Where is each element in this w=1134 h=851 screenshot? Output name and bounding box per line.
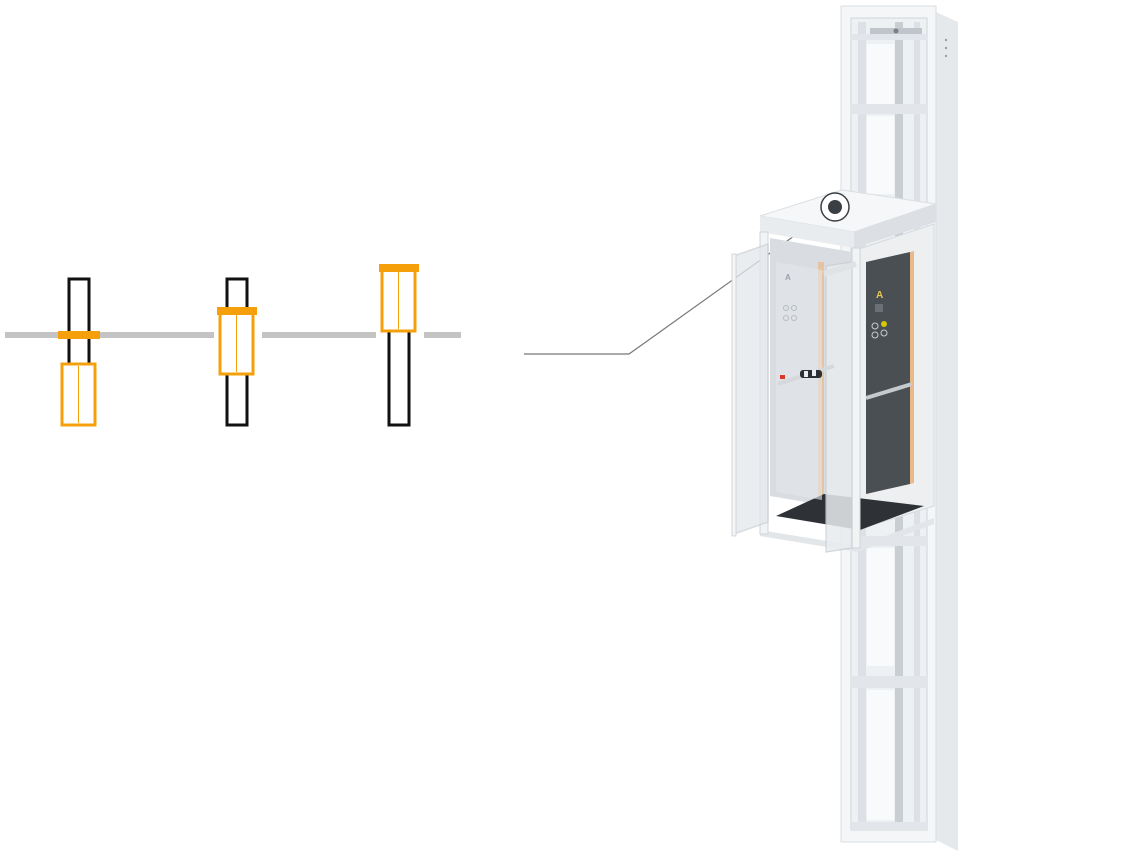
inner-button-icon <box>783 315 789 321</box>
callout-marker <box>820 192 850 222</box>
call-button-icon <box>871 331 879 339</box>
floor-collar <box>58 331 100 339</box>
front-door-glass <box>825 261 853 553</box>
shaft-side-dot <box>944 38 948 42</box>
shaft-crossbar <box>851 536 927 546</box>
position-at-floor <box>217 277 257 427</box>
door-handle-highlight <box>812 370 816 376</box>
shaft-glass-pane <box>867 116 894 194</box>
cabin-top-bar <box>379 264 419 272</box>
inner-button-icon <box>791 305 797 311</box>
call-button-icon <box>880 329 888 337</box>
elevator-render: A A <box>731 5 958 851</box>
cabin: A A <box>731 189 937 553</box>
swing-door-glass <box>733 242 769 536</box>
panel-glow <box>910 251 914 484</box>
position-above-floor <box>379 264 419 427</box>
handrail <box>865 382 913 400</box>
panel-display <box>875 304 883 312</box>
shaft-glass-pane <box>867 548 894 666</box>
shaft-crossbar <box>851 822 927 830</box>
shaft-glass-pane <box>867 690 894 820</box>
position-below-floor <box>58 277 100 427</box>
door-handle <box>800 370 822 378</box>
inner-panel-letter: A <box>785 273 791 282</box>
shaft-glass-pane <box>867 44 894 104</box>
shaft-crossbar <box>851 34 927 40</box>
door-handle-highlight <box>804 371 808 377</box>
inner-button-icon <box>791 315 797 321</box>
cabin-roof-front <box>760 216 854 248</box>
shaft-side-face <box>936 12 958 851</box>
top-handrail <box>823 261 857 277</box>
swing-door-frame <box>731 253 737 537</box>
shaft-top-dot <box>893 28 899 34</box>
call-button-icon <box>871 322 879 330</box>
inner-button-icon <box>783 305 789 311</box>
camera-dot-icon <box>828 200 842 214</box>
inner-door-glass <box>776 262 822 500</box>
position-diagram <box>5 264 461 427</box>
door-lock <box>780 375 785 379</box>
panel-letter: A <box>876 290 883 301</box>
call-button-icon <box>881 321 887 327</box>
cabin-top-bar <box>217 307 257 315</box>
cabin-post <box>851 247 861 549</box>
shaft-side-dot <box>944 54 948 58</box>
control-panel <box>866 252 910 494</box>
shaft-crossbar <box>851 676 927 688</box>
shaft-side-dot <box>944 46 948 50</box>
shaft-crossbar <box>851 104 927 114</box>
cabin-roof-side <box>854 204 936 248</box>
